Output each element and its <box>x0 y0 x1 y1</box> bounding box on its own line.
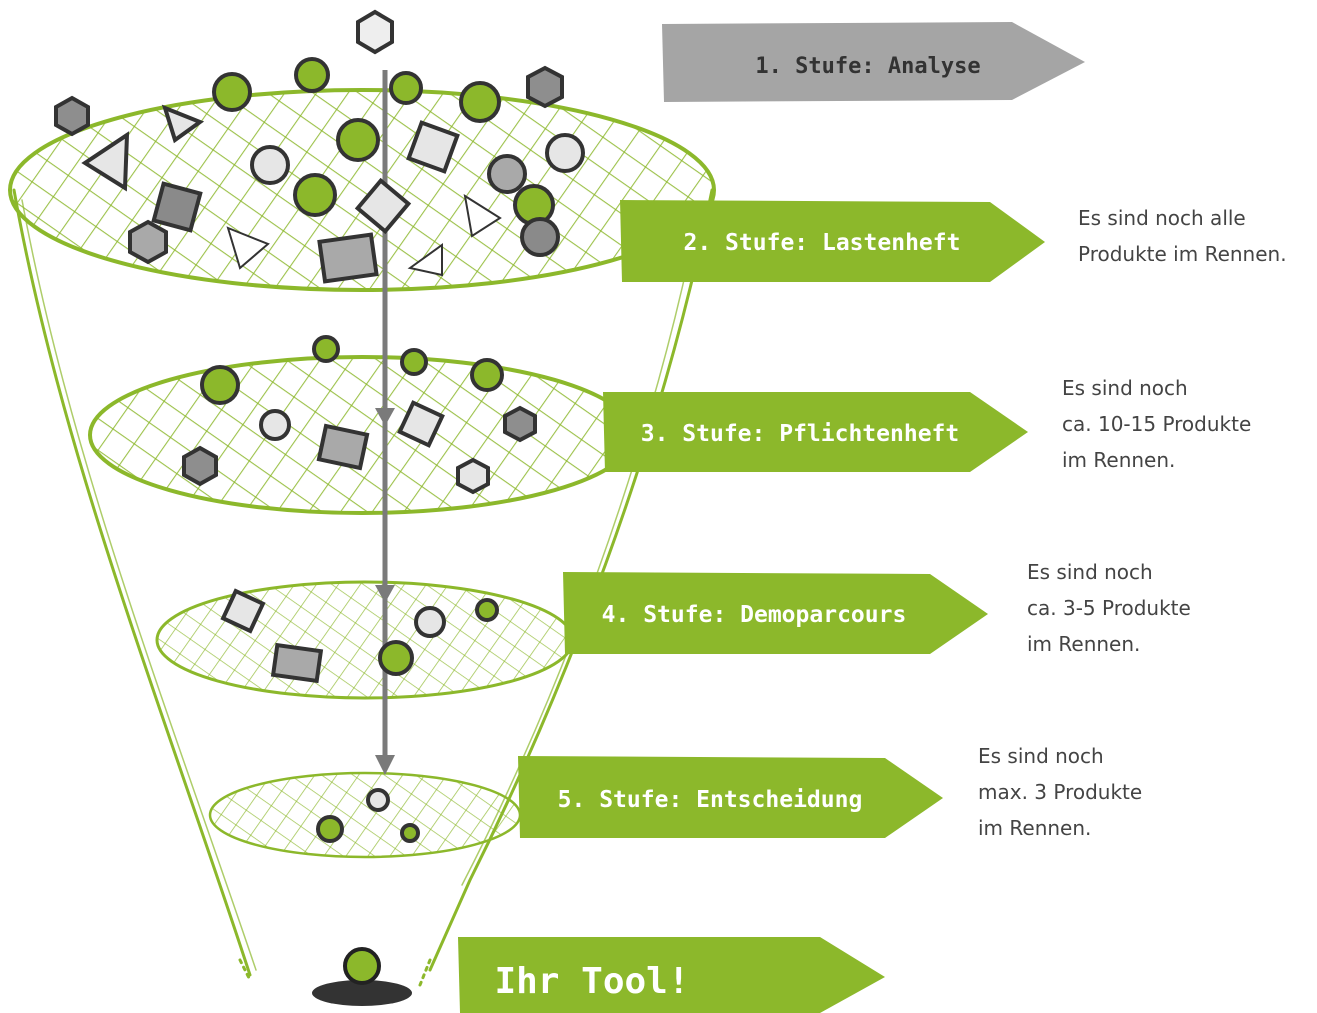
circle-icon <box>400 348 428 376</box>
products-level-3 <box>220 588 499 684</box>
result-banner: Ihr Tool! <box>458 937 885 1013</box>
products-level-2 <box>182 335 537 495</box>
square-icon <box>151 181 203 233</box>
note-stage-3: Es sind noch ca. 10-15 Produkte im Renne… <box>1062 370 1251 478</box>
hole-shape <box>312 980 412 1006</box>
note-line: Es sind noch alle <box>1078 206 1246 230</box>
triangle-icon <box>81 131 130 192</box>
products-level-4 <box>316 788 420 843</box>
note-line: Es sind noch <box>978 744 1104 768</box>
note-line: Es sind noch <box>1062 376 1188 400</box>
funnel-level-3 <box>155 580 575 700</box>
note-line: im Rennen. <box>978 816 1092 840</box>
circle-icon <box>250 145 290 185</box>
circle-icon <box>400 823 420 843</box>
hexagon-icon <box>526 65 564 109</box>
square-icon <box>406 120 460 174</box>
note-line: max. 3 Produkte <box>978 780 1143 804</box>
stage-label-1: 1. Stufe: Analyse <box>755 54 980 79</box>
triangle-icon <box>463 193 502 238</box>
square-icon <box>220 588 266 634</box>
square-icon <box>317 232 379 284</box>
circle-icon <box>470 358 504 392</box>
circle-icon <box>389 71 423 105</box>
hexagon-icon <box>503 405 537 443</box>
hexagon-icon <box>356 9 394 55</box>
circle-icon <box>293 173 337 217</box>
stage-label-5: 5. Stufe: Entscheidung <box>558 787 863 813</box>
note-stage-4: Es sind noch ca. 3-5 Produkte im Rennen. <box>1027 554 1191 662</box>
note-line: Es sind noch <box>1027 560 1153 584</box>
hexagon-icon <box>456 457 490 495</box>
hexagon-icon <box>128 219 168 265</box>
square-icon <box>316 423 370 471</box>
stage-label-4: 4. Stufe: Demoparcours <box>602 602 907 628</box>
square-icon <box>270 642 324 684</box>
circle-icon <box>414 606 446 638</box>
circle-icon <box>366 788 390 812</box>
circle-icon <box>312 335 340 363</box>
circle-icon <box>545 133 585 173</box>
hexagon-icon <box>182 445 218 487</box>
circle-icon <box>487 154 527 194</box>
note-stage-5: Es sind noch max. 3 Produkte im Rennen. <box>978 738 1142 846</box>
stage-label-3: 3. Stufe: Pflichtenheft <box>641 421 960 447</box>
circle-icon <box>294 57 330 93</box>
stage-banner-4: 4. Stufe: Demoparcours <box>563 572 988 654</box>
hexagon-icon <box>54 95 90 137</box>
circle-icon <box>459 81 501 123</box>
circle-icon <box>336 118 380 162</box>
triangle-icon <box>407 243 443 277</box>
stage-banner-5: 5. Stufe: Entscheidung <box>518 756 943 838</box>
note-line: ca. 3-5 Produkte <box>1027 596 1191 620</box>
circle-icon <box>212 72 252 112</box>
circle-icon <box>378 640 414 676</box>
products-level-1 <box>54 9 585 284</box>
note-line: Produkte im Rennen. <box>1078 242 1287 266</box>
circle-icon <box>475 598 499 622</box>
circle-icon <box>200 365 240 405</box>
note-line: im Rennen. <box>1062 448 1176 472</box>
circle-icon <box>520 217 560 257</box>
stage-banner-2: 2. Stufe: Lastenheft <box>620 200 1045 282</box>
stage-banner-1: 1. Stufe: Analyse <box>662 22 1085 102</box>
circle-icon <box>259 409 291 441</box>
square-icon <box>354 177 412 235</box>
triangle-icon <box>161 104 205 144</box>
note-line: ca. 10-15 Produkte <box>1062 412 1252 436</box>
funnel-level-4 <box>208 771 522 859</box>
note-line: im Rennen. <box>1027 632 1141 656</box>
circle-icon <box>343 947 381 985</box>
stage-banner-3: 3. Stufe: Pflichtenheft <box>603 392 1028 472</box>
circle-icon <box>316 815 344 843</box>
square-icon <box>397 400 445 448</box>
note-stage-2: Es sind noch alle Produkte im Rennen. <box>1078 200 1287 272</box>
result-label: Ihr Tool! <box>494 961 689 1002</box>
stage-label-2: 2. Stufe: Lastenheft <box>684 230 961 256</box>
triangle-icon <box>226 226 270 270</box>
selected-tool <box>312 947 412 1006</box>
